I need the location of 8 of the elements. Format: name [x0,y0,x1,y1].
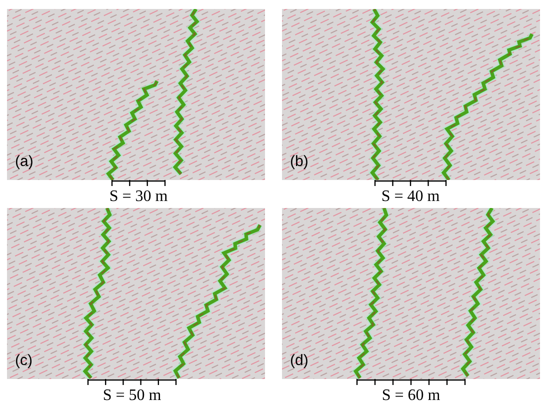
spacing-label: S = 60 m [382,388,440,404]
panel-label: (b) [290,154,308,169]
spacing-label: S = 30 m [109,189,168,205]
spacing-label: S = 50 m [102,388,162,404]
panel-label: (a) [15,154,34,169]
panel-label: (d) [290,353,308,368]
spacing-label: S = 40 m [381,189,440,205]
panel-label: (c) [15,353,32,368]
